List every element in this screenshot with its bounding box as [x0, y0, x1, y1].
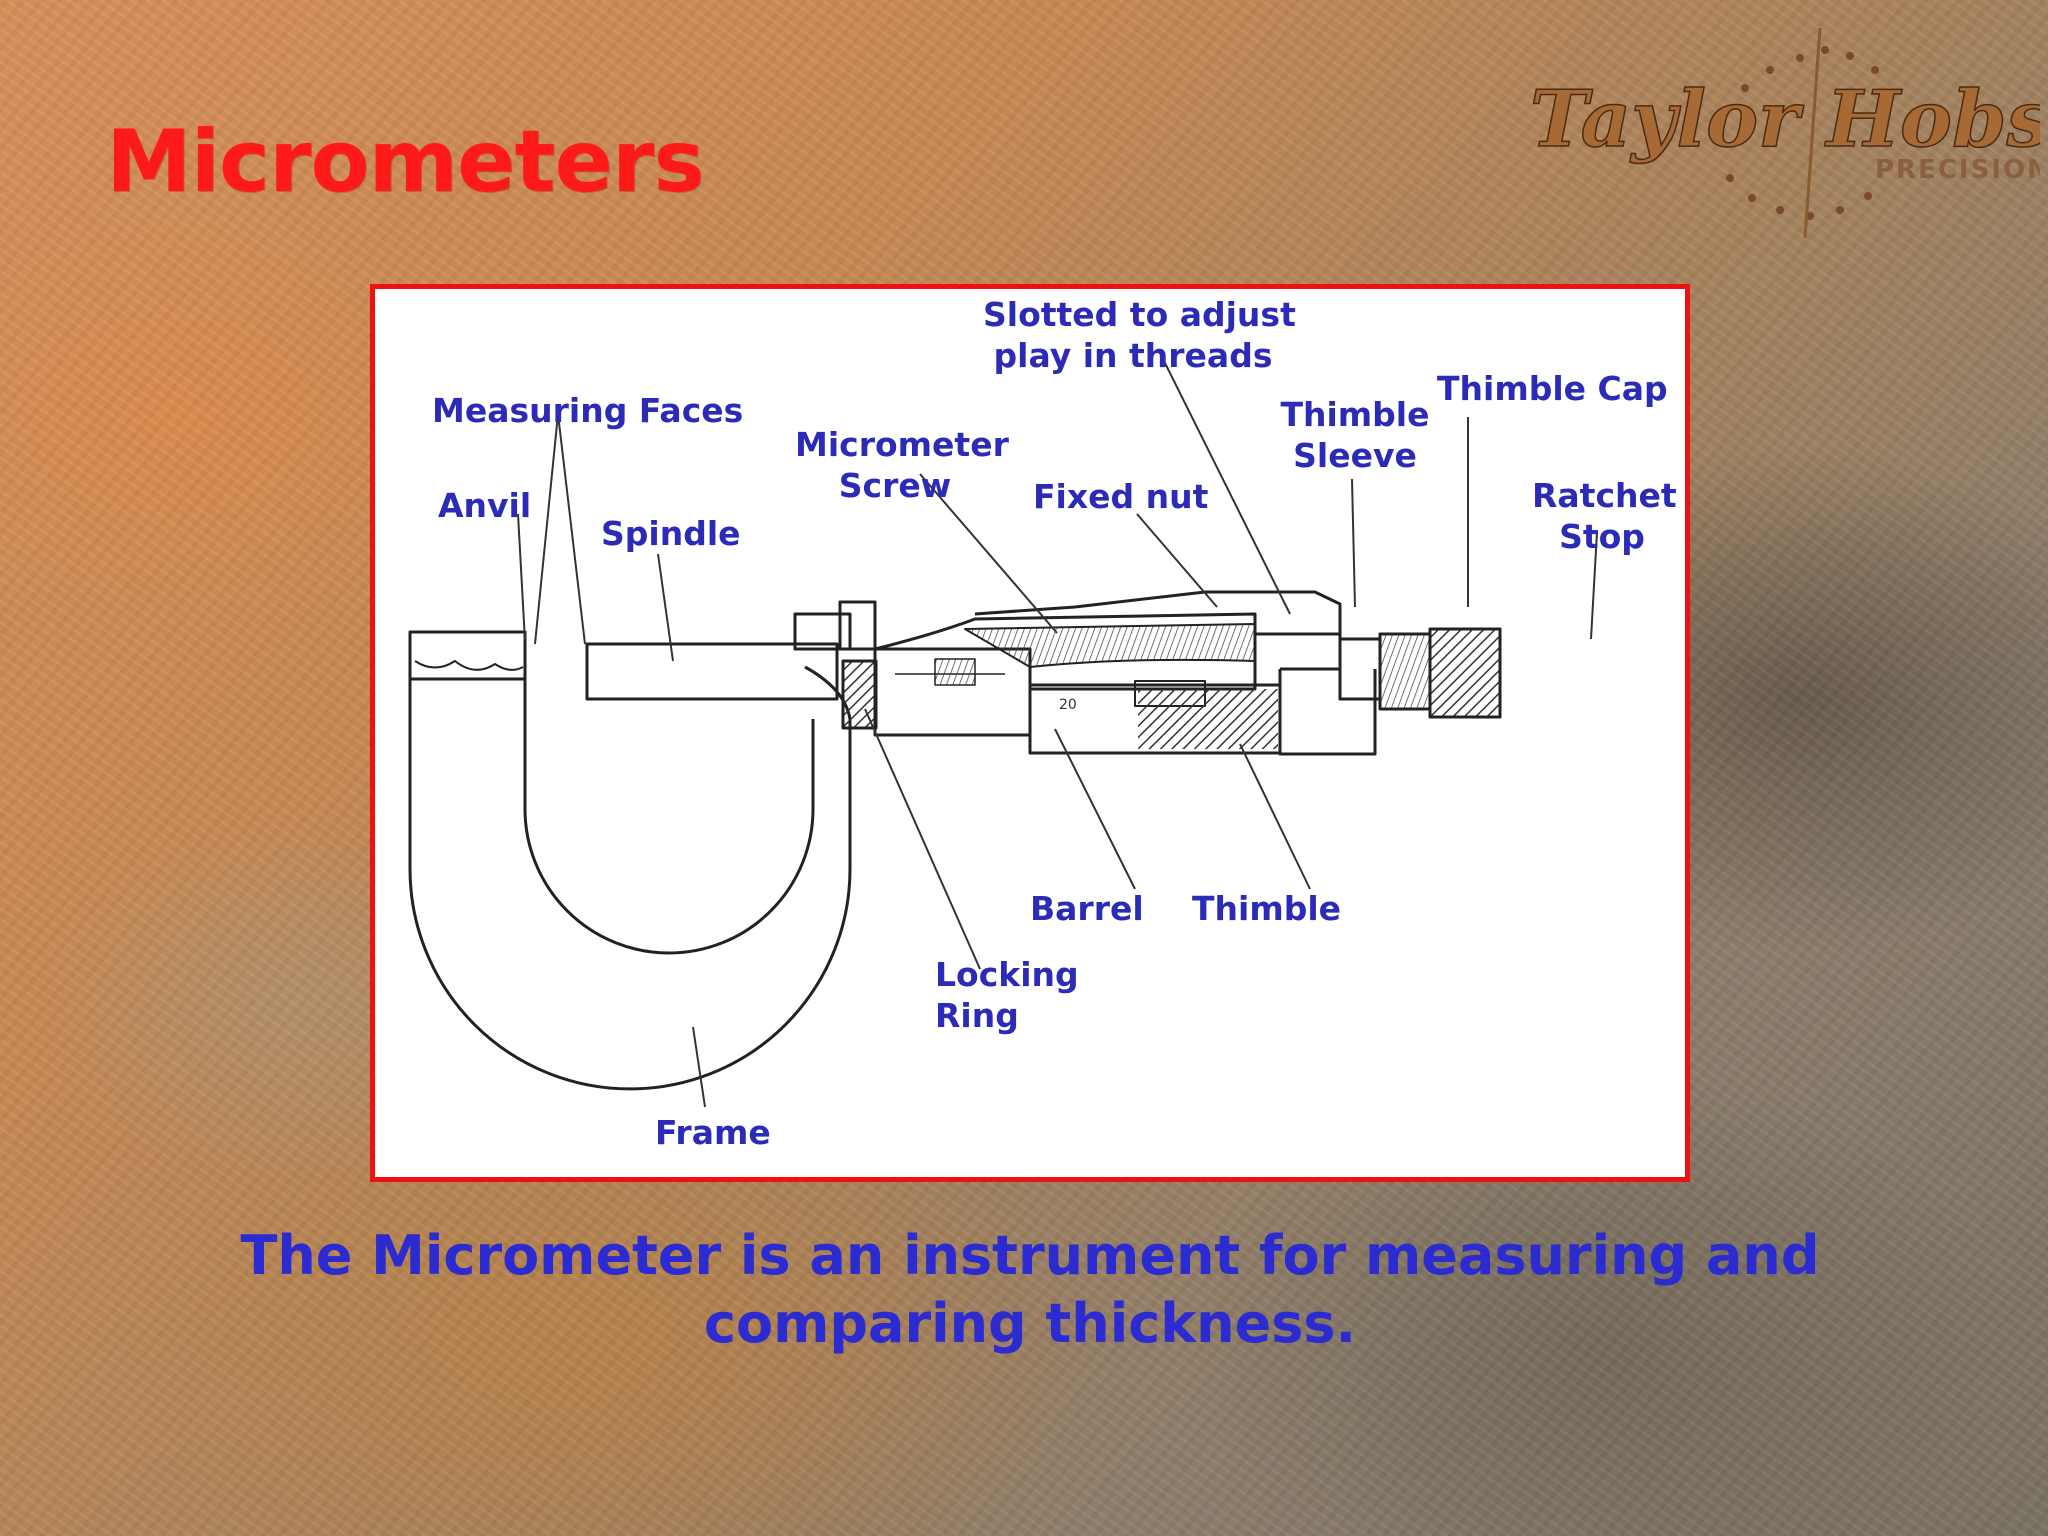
label-frame: Frame [655, 1113, 771, 1152]
leader-spindle [657, 553, 674, 662]
svg-text:Taylor Hobson: Taylor Hobson [1530, 74, 2040, 165]
label-micrometer-screw: Micrometer Screw [795, 425, 1009, 505]
leader-frame [692, 1026, 706, 1108]
leader-measuring-faces-2 [557, 413, 586, 645]
leader-thimble [1239, 743, 1311, 890]
leader-locking-ring [864, 708, 981, 970]
locking-ring-shape [841, 659, 878, 730]
thimble-cap-shape [1278, 669, 1377, 756]
frame-inner [523, 679, 815, 955]
taylor-hobson-logo: Taylor Hobson PRECISION [1529, 28, 2040, 239]
leader-ratchet-stop [1590, 531, 1598, 640]
leader-fixed-nut [1136, 513, 1218, 608]
micrometer-diagram: 20 Slo [370, 284, 1690, 1182]
label-thimble-sleeve: Thimble Sleeve [1280, 395, 1430, 475]
micrometer-screw-shape [964, 623, 1256, 668]
label-thimble: Thimble [1192, 889, 1342, 928]
leader-anvil [517, 513, 526, 642]
label-spindle: Spindle [601, 514, 741, 553]
label-measuring-faces: Measuring Faces [432, 391, 744, 430]
leader-barrel [1054, 728, 1136, 890]
label-barrel: Barrel [1030, 889, 1144, 928]
frame-outline [408, 632, 852, 1091]
slide-caption: The Micrometer is an instrument for meas… [240, 1224, 1820, 1355]
svg-text:PRECISION: PRECISION [1875, 155, 2040, 185]
label-anvil: Anvil [438, 486, 532, 525]
label-ratchet-stop: Ratchet Stop [1532, 476, 1677, 556]
label-fixed-nut: Fixed nut [1033, 477, 1209, 516]
label-locking-ring: Locking Ring [935, 955, 1079, 1035]
leader-slotted [1162, 358, 1291, 615]
svg-text:20: 20 [1059, 697, 1077, 713]
anvil-shape [408, 630, 527, 681]
micrometer-drawing: 20 [408, 358, 1598, 1108]
label-thimble-cap: Thimble Cap [1437, 369, 1668, 408]
leader-micrometer-screw [919, 473, 1058, 634]
leader-measuring-faces-1 [534, 413, 559, 645]
label-slotted: Slotted to adjust play in threads [983, 295, 1296, 375]
leader-thimble-sleeve [1351, 478, 1356, 608]
spindle-shape [585, 642, 839, 701]
slide-title: Micrometers [106, 112, 705, 212]
